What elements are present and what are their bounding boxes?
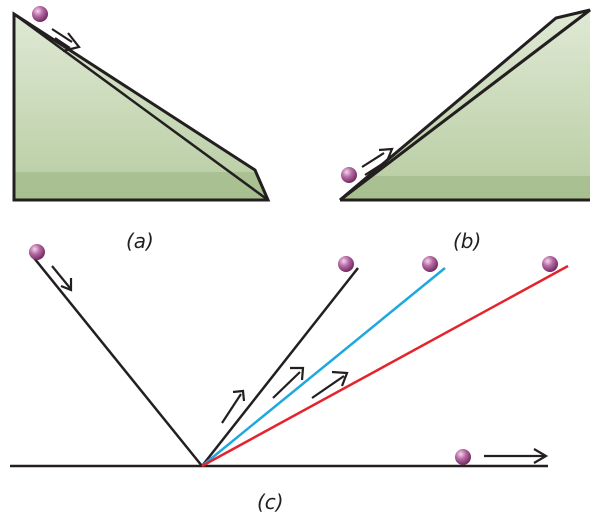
arrow-a-icon bbox=[51, 28, 81, 53]
incline-a-track bbox=[13, 12, 269, 202]
gentle-rising-slope bbox=[201, 264, 569, 468]
arrow-c-gentle-icon bbox=[311, 370, 349, 399]
descending-slope bbox=[29, 252, 203, 467]
arrow-c-steep-icon bbox=[221, 389, 246, 424]
incline-b-base-band bbox=[340, 176, 590, 200]
ball-c-steep bbox=[338, 256, 354, 272]
ball-b bbox=[341, 167, 357, 183]
incline-a bbox=[12, 6, 271, 202]
steep-rising-slope bbox=[201, 267, 359, 467]
incline-b-track bbox=[339, 9, 591, 201]
caption-b: (b) bbox=[453, 229, 482, 253]
ball-c-gentle bbox=[542, 256, 558, 272]
medium-rising-slope bbox=[201, 267, 446, 467]
ball-a bbox=[32, 6, 48, 22]
arrow-c-medium-icon bbox=[272, 366, 305, 399]
ball-c-medium bbox=[422, 256, 438, 272]
arrow-b-icon bbox=[361, 147, 394, 176]
caption-a: (a) bbox=[126, 229, 154, 253]
slopes-c bbox=[10, 244, 569, 468]
incline-b bbox=[339, 8, 591, 202]
arrow-c-down-icon bbox=[51, 265, 73, 292]
caption-c: (c) bbox=[257, 490, 284, 514]
arrow-c-ground-icon bbox=[484, 448, 549, 464]
ball-c-ground bbox=[455, 449, 471, 465]
incline-a-base-band bbox=[14, 172, 268, 200]
ball-c-start bbox=[29, 244, 45, 260]
